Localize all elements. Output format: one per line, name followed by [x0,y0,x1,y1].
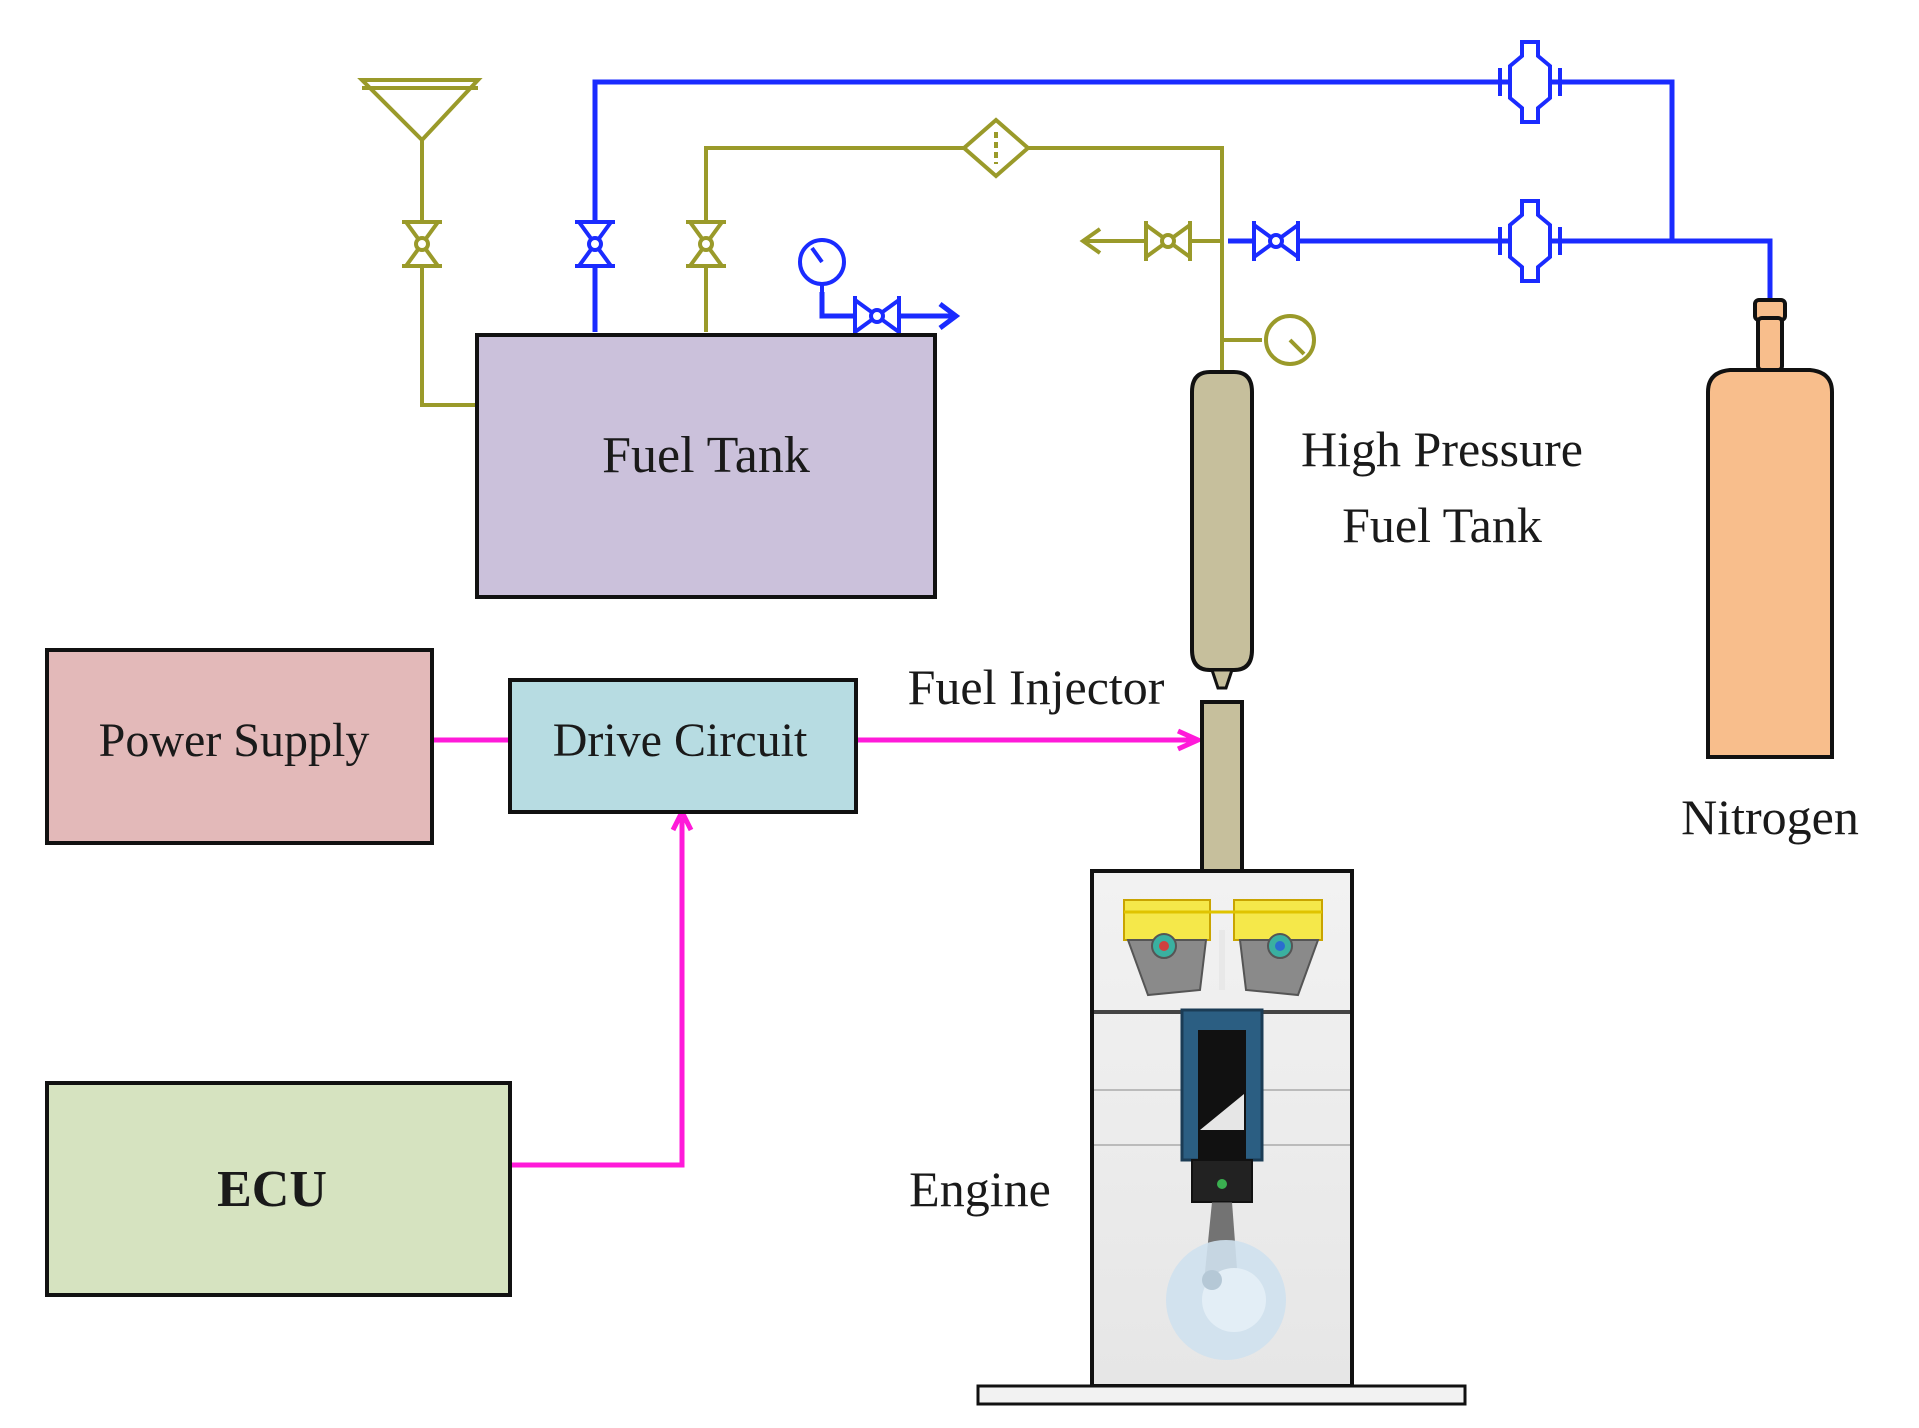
vent-line-fuel-tank [819,292,955,319]
hp-tank-label-line1: High Pressure [1301,421,1583,477]
valve-icon[interactable] [1144,221,1192,261]
engine-cutaway-icon [1094,899,1350,1360]
valve-icon[interactable] [853,296,901,336]
drive-circuit-box[interactable] [508,678,858,814]
fuel-injector-body[interactable] [1200,700,1244,882]
pressure-gauge-icon[interactable] [1264,314,1316,366]
nitrogen-line-to-cylinder [1672,238,1773,300]
vent-arrow [938,302,961,330]
hp-tank-body[interactable] [1190,370,1254,672]
valve-icon[interactable] [402,220,442,268]
filter-icon [960,117,1032,179]
nitrogen-line-top [592,79,1675,332]
pressure-regulator-icon[interactable] [1498,40,1562,124]
funnel-icon [357,78,483,150]
regulators [1498,40,1562,283]
valve-icon[interactable] [1252,221,1300,261]
fuel-tank-label: Fuel Tank [602,427,810,484]
pressure-gauge-icon[interactable] [798,238,846,292]
nitrogen-cylinder[interactable]: Nitrogen [1681,298,1859,845]
fuel-injector[interactable]: Fuel Injector [908,659,1244,882]
hp-tank-nozzle [1209,668,1235,690]
fuel-injector-label: Fuel Injector [908,659,1165,715]
drive-circuit[interactable]: Drive Circuit [508,678,858,814]
fuel-tank-box[interactable] [475,333,937,599]
gas-cylinder-icon[interactable] [1706,298,1834,759]
hp-tank-label-line2: Fuel Tank [1342,497,1542,553]
power-supply-box[interactable] [45,648,434,845]
drive-circuit-label: Drive Circuit [553,714,808,767]
ecu-label: ECU [217,1161,327,1218]
valves [402,220,1300,336]
valve-icon[interactable] [686,220,726,268]
high-pressure-fuel-tank[interactable]: High Pressure Fuel Tank [1190,370,1583,690]
outlet-arrow [1079,227,1102,255]
power-supply[interactable]: Power Supply [45,648,434,845]
ecu-box[interactable] [45,1081,512,1297]
nitrogen-lines [592,79,1773,332]
engine-base-plate [976,1384,1467,1406]
valve-icon[interactable] [575,220,615,268]
nitrogen-label: Nitrogen [1681,789,1859,845]
signal-ecu-to-drive [510,818,685,1168]
engine[interactable]: Engine [909,869,1467,1406]
signal-arrow-injector [1176,728,1205,752]
ecu[interactable]: ECU [45,1081,512,1297]
fuel-line-funnel [420,140,477,407]
engine-label: Engine [909,1161,1051,1217]
pressure-regulator-icon[interactable] [1498,199,1562,283]
power-supply-label: Power Supply [99,714,370,767]
fuel-tank[interactable]: Fuel Tank [475,333,937,599]
